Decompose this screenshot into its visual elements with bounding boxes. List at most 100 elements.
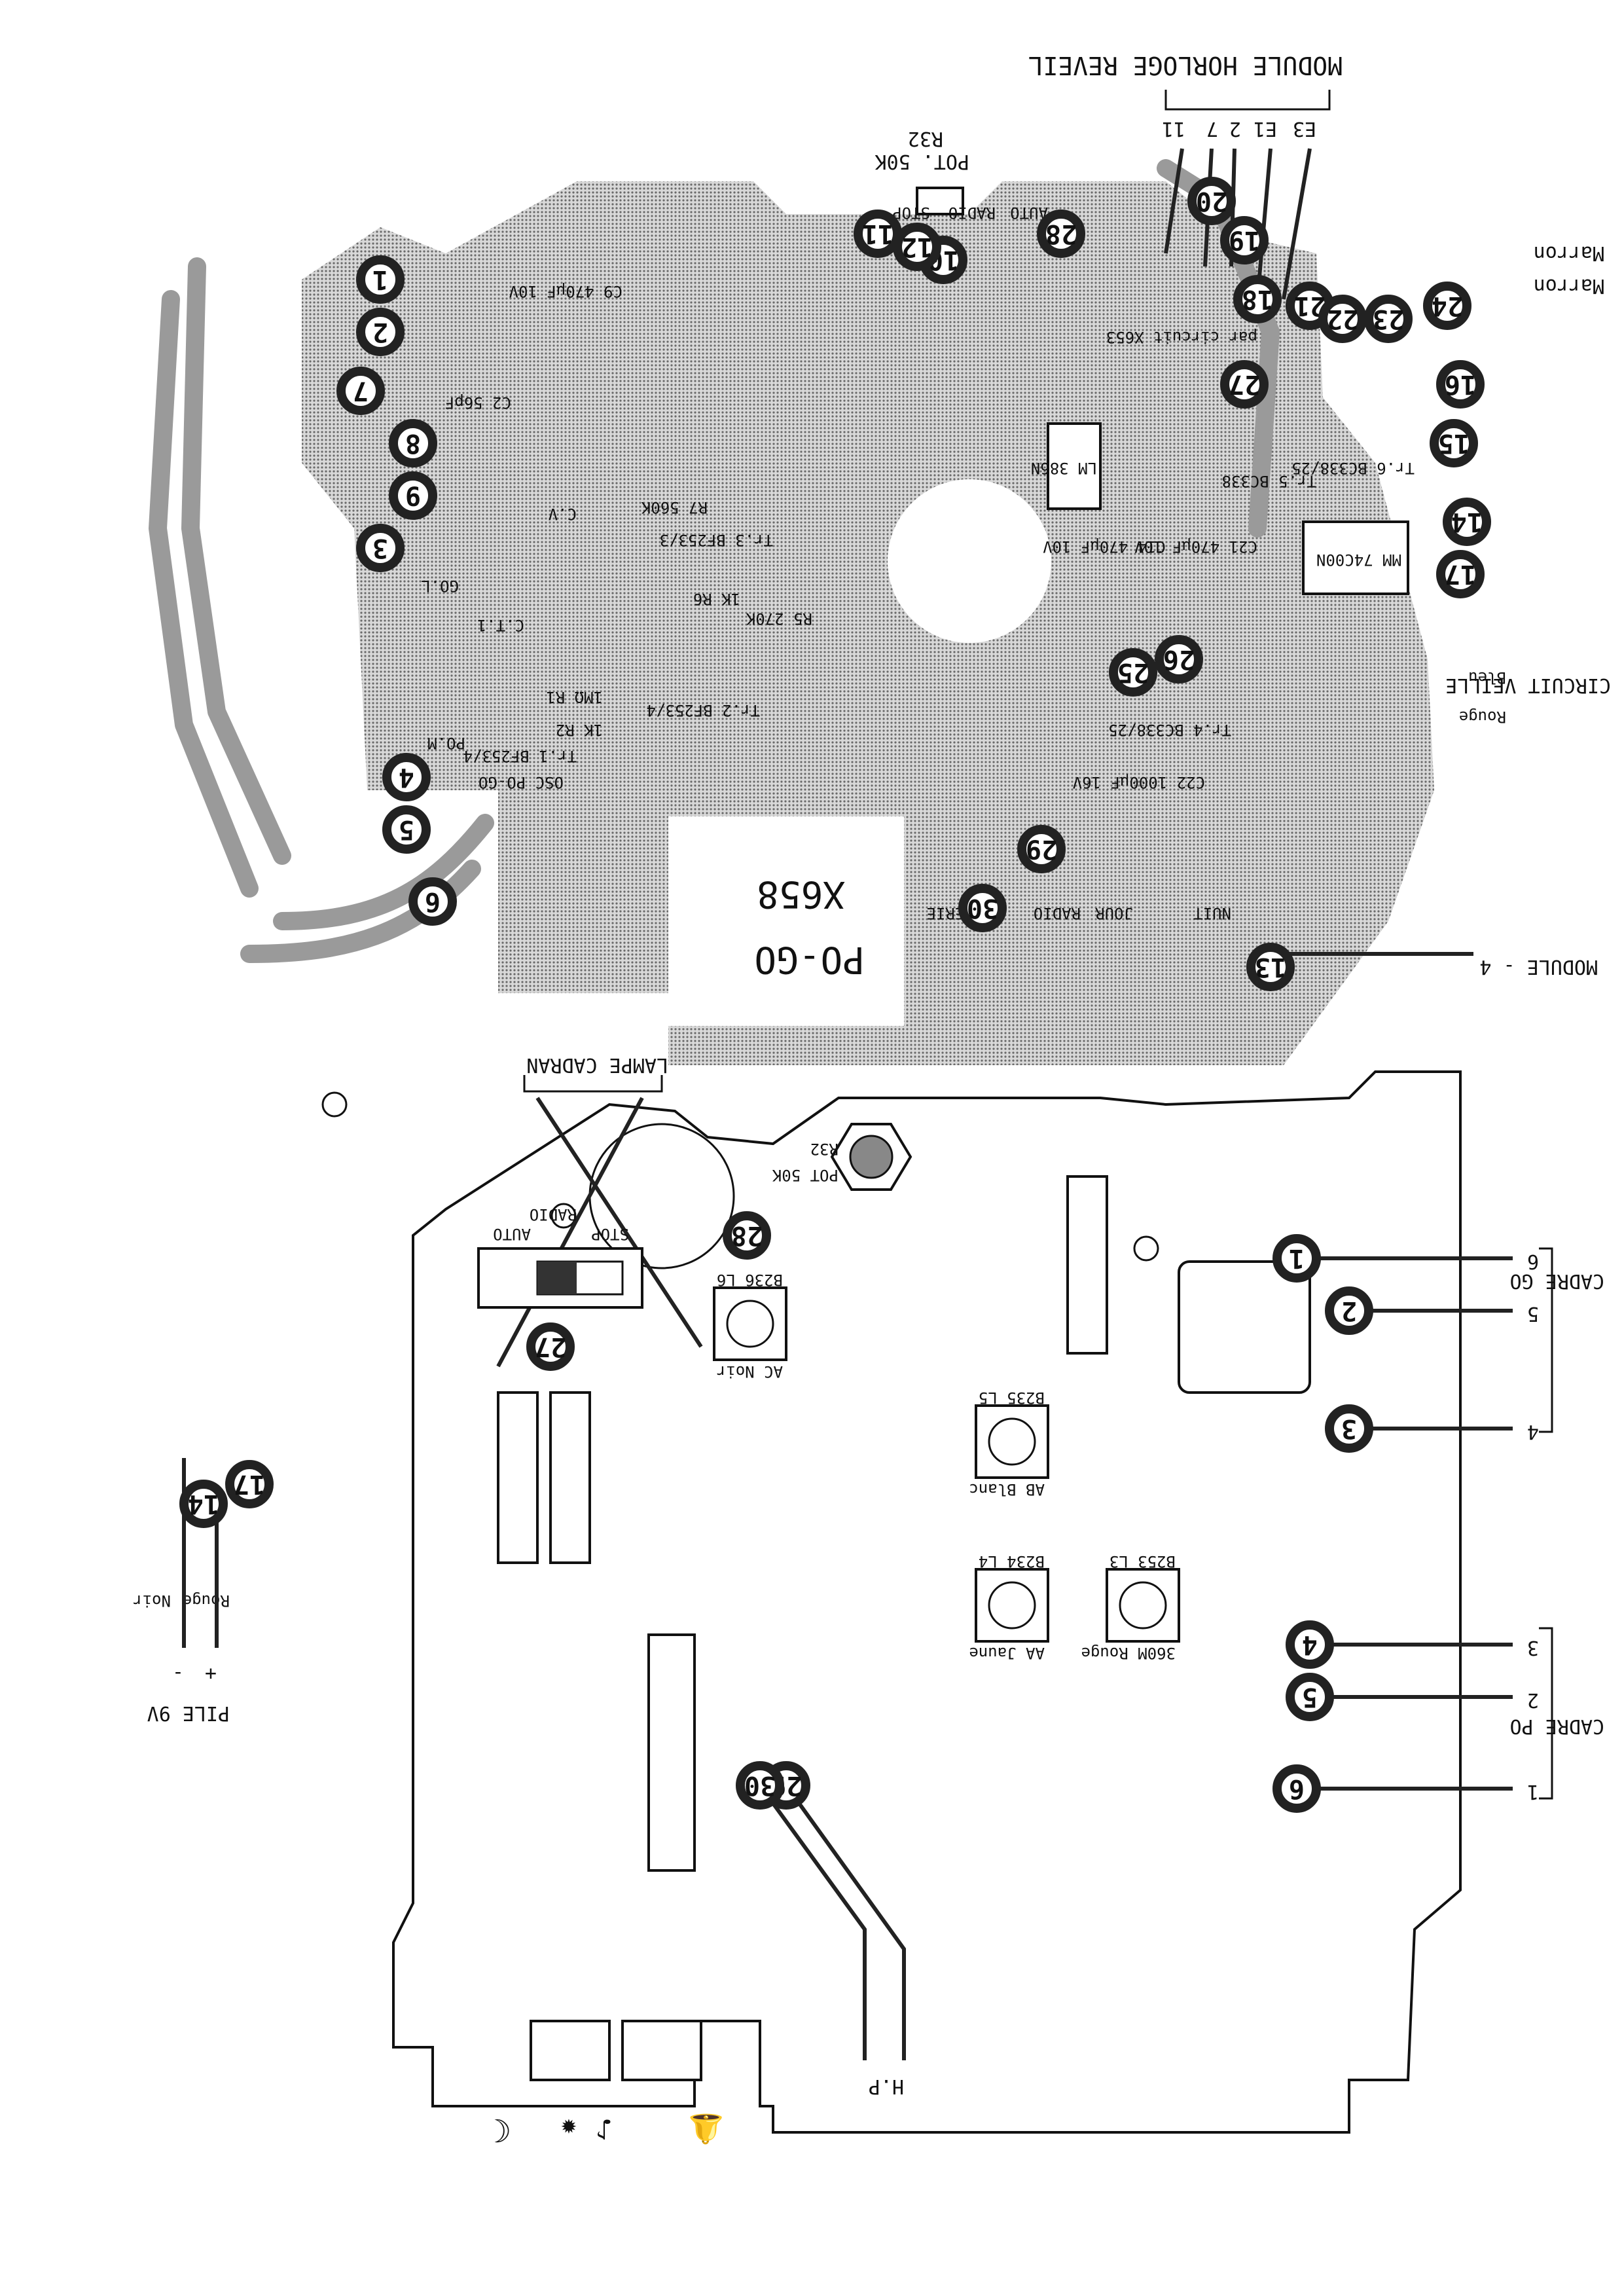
svg-text:2: 2 [1341,1296,1357,1326]
test-point-11: 11 [854,210,902,258]
r5-label: R5 270K [746,610,812,628]
test-point-30: 30 [958,884,1007,932]
bleu-label: Bleu [1468,668,1506,687]
svg-text:22: 22 [1327,304,1358,334]
slide-control-right[interactable] [621,2020,702,2081]
control-slides: ☾ ✹ ♪ 🔔 [492,2020,724,2148]
test-point-3: 3 [1325,1404,1373,1453]
svg-text:25: 25 [1117,657,1149,687]
speaker-hole [588,1123,735,1269]
rouge-label: Rouge [1459,708,1506,726]
test-point-5: 5 [382,805,431,854]
circuit-veille-label: CIRCUIT VEILLE [1445,674,1611,697]
test-point-6: 6 [1272,1764,1321,1813]
slide-control-left[interactable] [530,2020,611,2081]
clock-module-header: MODULE HORLOGE REVEIL E3 E1 2 7 11 par c… [1028,51,1343,346]
svg-text:19: 19 [1229,225,1260,255]
svg-text:14: 14 [1451,507,1483,537]
ct1-label: C.T.1 [477,616,524,634]
marron2-label: Marron [1534,274,1604,297]
capacitor-c22 [647,1633,696,1872]
svg-text:4: 4 [1302,1630,1318,1660]
svg-text:11: 11 [1162,117,1185,140]
svg-text:360M Rouge: 360M Rouge [1081,1644,1176,1662]
cv-label: C.V [549,505,577,523]
clock-module-pin-labels: E3 E1 2 7 11 [1162,117,1316,140]
tr1-label: Tr.1 BF253/4 [463,747,577,765]
svg-text:1: 1 [1289,1243,1305,1273]
svg-text:3: 3 [1527,1636,1539,1659]
svg-text:24: 24 [1432,291,1463,321]
svg-text:B234 L4: B234 L4 [979,1552,1045,1571]
test-point-15: 15 [1430,419,1478,467]
board-name: PO-GO [754,938,865,981]
coil-2: B234 L4 AA Jaune [969,1552,1049,1662]
svg-text:20: 20 [1196,186,1227,216]
test-point-8: 8 [389,419,437,467]
svg-text:9: 9 [405,481,421,511]
svg-text:AB Blanc: AB Blanc [969,1480,1045,1499]
volume-pot[interactable]: POT 50K R32 [772,1123,912,1191]
test-point-1: 1 [356,255,405,304]
svg-text:E1: E1 [1254,117,1277,140]
test-point-26: 26 [1155,635,1203,683]
potentiometer [916,187,964,215]
marron-label: Marron [1534,242,1604,264]
pile-plus: + [205,1662,217,1685]
switch-auto: AUTO [493,1225,531,1243]
wire-lampe-1 [496,1097,644,1368]
c2-label: C2 56pF [445,393,511,412]
tr6-label: Tr.6 BC338/25 [1291,459,1415,477]
wire-hp-2 [758,1784,867,2060]
module-4-label: MODULE - 4 [1479,955,1598,978]
tr2-label: Tr.2 BF253/4 [647,701,760,720]
pile-minus: - [172,1662,184,1685]
ic-lm386-label: LM 386N [1031,459,1097,477]
svg-text:4: 4 [399,762,414,792]
pile-rouge-label: Rouge [183,1592,230,1610]
c9-label: C9 470µF 10V [509,282,623,301]
r7-label: R7 560K [641,498,708,517]
svg-text:30: 30 [967,893,998,923]
cadre-go-label: CADRE GO [1510,1269,1605,1292]
test-point-12: 12 [893,223,941,271]
test-point-27: 27 [526,1322,575,1371]
test-point-14: 14 [179,1480,228,1528]
svg-text:8: 8 [405,428,421,458]
top-board: MODULE HORLOGE REVEIL E3 E1 2 7 11 par c… [149,51,1611,1065]
svg-text:2: 2 [1527,1688,1539,1711]
radio-switch[interactable]: STOP AUTO RADIO [477,1205,643,1309]
svg-text:12: 12 [901,232,933,262]
svg-text:6: 6 [1289,1774,1305,1804]
svg-text:17: 17 [1445,559,1476,589]
ic-mm74c00 [1302,520,1409,595]
trace [273,814,494,930]
hp-label: H.P [869,2075,904,2098]
pot-ref: R32 [810,1140,839,1158]
switch-stop: STOP [591,1225,629,1243]
test-point-23: 23 [1364,295,1413,343]
wire-11 [1164,148,1184,254]
svg-text:5: 5 [1527,1302,1539,1325]
trace [1157,159,1280,538]
bell-icon: 🔔 [688,2112,724,2145]
test-point-19: 19 [1220,216,1269,264]
test-point-27: 27 [1220,360,1269,409]
test-point-5: 5 [1286,1673,1334,1721]
jour-label: JOUR [1095,904,1133,922]
pot-label: POT 50K [772,1166,839,1184]
wire-e1 [1255,148,1272,300]
svg-text:AA Jaune: AA Jaune [969,1644,1045,1662]
svg-text:5: 5 [1302,1682,1318,1712]
mounting-hole [888,479,1051,643]
mount-hole [550,1203,577,1229]
svg-text:6: 6 [1527,1250,1539,1273]
tr3-label: Tr.3 BF253/3 [660,531,773,549]
test-point-17: 17 [225,1460,274,1508]
capacitor-c14 [497,1391,539,1564]
svg-text:30: 30 [744,1770,776,1800]
